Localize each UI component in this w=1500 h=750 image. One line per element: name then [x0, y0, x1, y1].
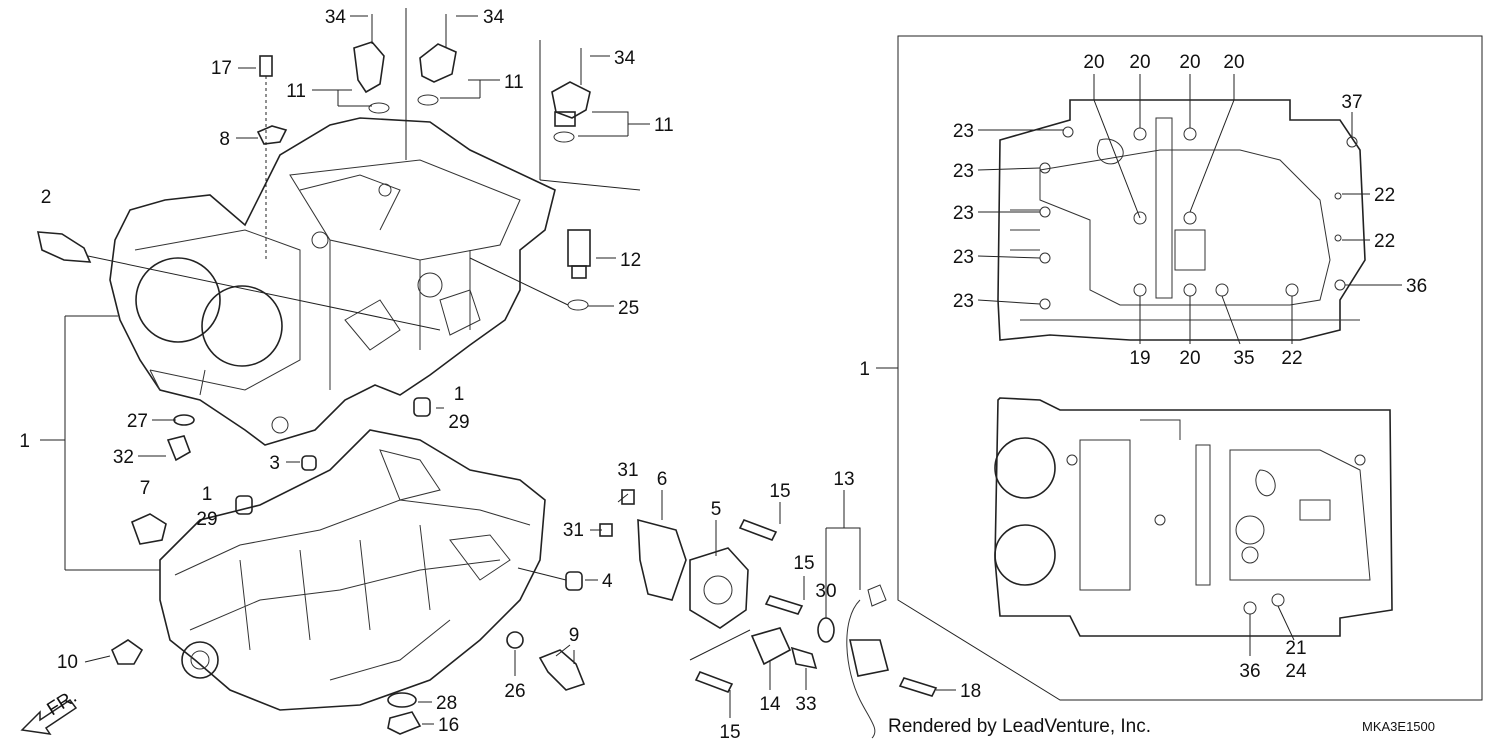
callout-23d: 23: [953, 247, 974, 268]
callout-7: 7: [140, 478, 151, 499]
callout-36a: 36: [1406, 276, 1427, 297]
callout-34a: 34: [325, 7, 347, 28]
callout-23c: 23: [953, 203, 974, 224]
small-parts-left: [110, 397, 586, 735]
callout-16: 16: [438, 715, 459, 736]
callout-23a: 23: [953, 121, 974, 142]
callout-1c: 1: [202, 484, 213, 505]
callout-20a: 20: [1083, 52, 1104, 73]
callout-23b: 23: [953, 161, 974, 182]
callout-15b: 15: [793, 553, 814, 574]
callout-21: 21: [1285, 638, 1306, 659]
crankcase-bottom-view: [997, 99, 1366, 341]
callout-3: 3: [269, 453, 280, 474]
leader-lines-left: [40, 8, 956, 725]
callout-33: 33: [795, 694, 816, 715]
callout-20b: 20: [1129, 52, 1150, 73]
callout-13: 13: [833, 469, 854, 490]
callout-14: 14: [759, 694, 781, 715]
callout-4: 4: [602, 571, 613, 592]
callout-12: 12: [620, 250, 641, 271]
front-arrow: [20, 698, 78, 735]
callout-22a: 22: [1374, 185, 1395, 206]
callout-19: 19: [1129, 348, 1150, 369]
diagram-code: MKA3E1500: [1362, 719, 1435, 734]
callout-25: 25: [618, 298, 639, 319]
callout-29a: 29: [448, 412, 469, 433]
callout-20e: 20: [1179, 348, 1200, 369]
sensors-top: [36, 14, 591, 311]
callout-1d: 1: [859, 359, 870, 380]
lower-crankcase: [159, 429, 546, 711]
callout-5: 5: [711, 499, 722, 520]
callout-20d: 20: [1223, 52, 1244, 73]
callout-34c: 34: [614, 48, 636, 69]
callout-30: 30: [815, 581, 836, 602]
callout-9: 9: [569, 625, 580, 646]
callout-34b: 34: [483, 7, 505, 28]
callout-22c: 22: [1281, 348, 1302, 369]
callout-37: 37: [1341, 92, 1362, 113]
callout-20c: 20: [1179, 52, 1200, 73]
crankcase-top-view: [994, 397, 1393, 637]
callout-6: 6: [657, 469, 668, 490]
callout-35: 35: [1233, 348, 1254, 369]
callout-31b: 31: [563, 520, 584, 541]
callout-15c: 15: [719, 722, 740, 743]
callout-8: 8: [219, 129, 230, 150]
callout-22b: 22: [1374, 231, 1395, 252]
leader-lines-right: [977, 74, 1402, 656]
callout-15a: 15: [769, 481, 790, 502]
callout-2: 2: [41, 187, 52, 208]
upper-crankcase: [109, 117, 556, 446]
callout-17: 17: [211, 58, 232, 79]
callout-11b: 11: [504, 72, 524, 93]
callout-26: 26: [504, 681, 525, 702]
callout-27: 27: [127, 411, 148, 432]
callout-29b: 29: [196, 509, 217, 530]
callout-28: 28: [436, 693, 457, 714]
callout-1a: 1: [454, 384, 465, 405]
callout-24: 24: [1285, 661, 1307, 682]
callout-10: 10: [57, 652, 78, 673]
detail-box: [876, 35, 1483, 701]
footer-credit: Rendered by LeadVenture, Inc.: [888, 716, 1151, 737]
callout-11c: 11: [654, 115, 674, 136]
callout-36b: 36: [1239, 661, 1260, 682]
callout-numbers: 34 34 34 17 11 11 11 8 2 12 25 1 29 1 27…: [19, 7, 1427, 743]
callout-31a: 31: [617, 460, 638, 481]
callout-23e: 23: [953, 291, 974, 312]
callout-18: 18: [960, 681, 981, 702]
callout-11a: 11: [286, 81, 306, 102]
callout-1b: 1: [19, 431, 30, 452]
callout-32: 32: [113, 447, 134, 468]
